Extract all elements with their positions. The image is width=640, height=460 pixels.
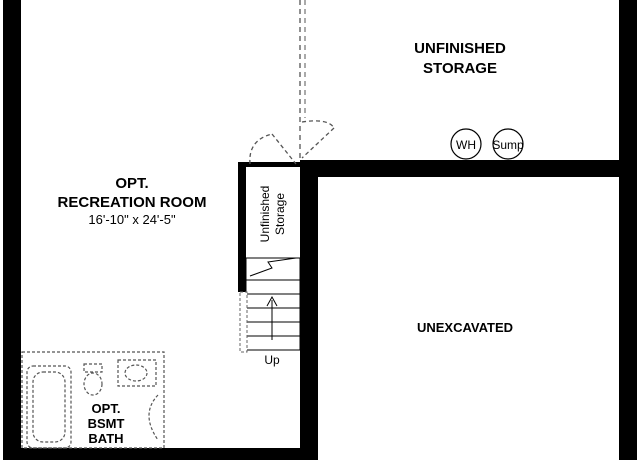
stair-storage-line1: Unfinished <box>258 186 272 243</box>
bath-label-line2: BSMT <box>88 416 125 431</box>
storage-label-line2: STORAGE <box>423 60 497 77</box>
stair-railing <box>239 291 248 353</box>
wall-stair-right <box>300 160 318 460</box>
recreation-label-line2: RECREATION ROOM <box>58 194 207 211</box>
recreation-dimensions: 16'-10" x 24'-5" <box>88 212 176 227</box>
water-heater-label: WH <box>456 138 476 152</box>
sink-icon <box>124 364 148 382</box>
storage-label-line1: UNFINISHED <box>414 40 506 57</box>
bath-label-line1: OPT. <box>92 401 121 416</box>
wall-bottom <box>3 448 318 460</box>
walls <box>3 0 637 460</box>
stair-up-label: Up <box>264 353 280 367</box>
staircase <box>245 257 301 351</box>
water-heater-icon <box>450 128 482 160</box>
sink-vanity <box>117 359 157 387</box>
wall-stair-top <box>238 162 304 167</box>
closet-door <box>249 120 335 165</box>
bath-fixtures <box>21 351 165 449</box>
bath-door <box>148 394 159 441</box>
wall-left <box>3 0 21 460</box>
tub-inner <box>32 371 66 443</box>
bathtub <box>26 365 72 449</box>
stair-storage-line2: Storage <box>273 193 287 235</box>
toilet-icon <box>83 372 103 396</box>
sump-label: Sump <box>492 138 524 152</box>
bath-outline <box>21 351 165 449</box>
wall-stair-left <box>238 164 246 292</box>
stair-storage-label: Unfinished Storage <box>258 186 287 243</box>
recreation-label-line1: OPT. <box>115 175 148 192</box>
sump-icon <box>492 128 524 160</box>
wall-right-upper <box>619 0 637 180</box>
wall-right-lower <box>619 160 637 460</box>
wall-storage-bottom <box>300 160 637 177</box>
unexcavated-label: UNEXCAVATED <box>417 320 513 335</box>
bath-label-line3: BATH <box>88 431 123 446</box>
